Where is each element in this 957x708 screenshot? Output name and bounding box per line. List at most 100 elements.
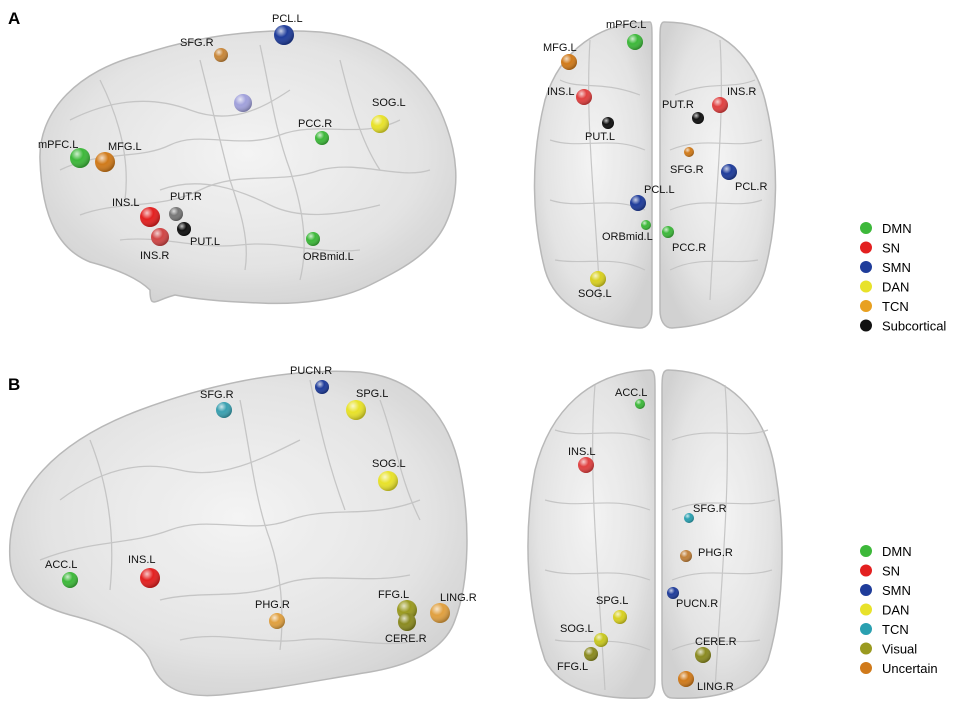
brain-node: SPG.L xyxy=(346,388,388,420)
legend-label: SMN xyxy=(882,583,911,598)
node-label: PUCN.R xyxy=(290,365,332,377)
node-label: SFG.R xyxy=(693,503,727,515)
node-shine xyxy=(630,195,646,211)
node-shine xyxy=(269,613,285,629)
brain-node: CERE.R xyxy=(385,613,427,645)
node-shine xyxy=(95,152,115,172)
brain-node: FFG.L xyxy=(557,647,598,673)
node-shine xyxy=(712,97,728,113)
brain-node: PCL.R xyxy=(721,164,767,193)
brain-node: PUT.L xyxy=(585,117,615,143)
legend-label: SN xyxy=(882,241,900,256)
brain-top-b xyxy=(527,369,783,699)
brain-node: PUT.L xyxy=(177,222,220,248)
node-label: PUT.L xyxy=(190,236,220,248)
legend-entry: DAN xyxy=(860,280,909,295)
legend-swatch xyxy=(860,545,872,557)
node-label: SOG.L xyxy=(560,623,594,635)
legend-layer: DMNSNSMNDANTCNSubcorticalDMNSNSMNDANTCNV… xyxy=(860,221,946,676)
node-label: PCC.R xyxy=(298,118,332,130)
node-label: SOG.L xyxy=(372,97,406,109)
brain-node: SOG.L xyxy=(371,97,406,133)
node-shine xyxy=(216,402,232,418)
brain-node: SOG.L xyxy=(372,458,406,491)
node-label: mPFC.L xyxy=(606,19,646,31)
node-shine xyxy=(721,164,737,180)
node-shine xyxy=(684,513,694,523)
node-shine xyxy=(594,633,608,647)
node-shine xyxy=(151,228,169,246)
node-label: SOG.L xyxy=(372,458,406,470)
node-label: SFG.R xyxy=(200,389,234,401)
node-shine xyxy=(684,147,694,157)
brain-node: PCC.R xyxy=(662,226,706,254)
node-shine xyxy=(590,271,606,287)
brain-node: PCL.L xyxy=(630,184,675,211)
legend-swatch xyxy=(860,623,872,635)
node-label: ORBmid.L xyxy=(303,251,354,263)
legend-swatch xyxy=(860,280,872,293)
legend-swatch xyxy=(860,662,872,674)
node-label: INS.L xyxy=(568,446,596,458)
legend-entry: Subcortical xyxy=(860,319,946,334)
brain-node: MFG.L xyxy=(95,141,142,172)
node-label: INS.L xyxy=(112,197,140,209)
node-label: INS.L xyxy=(547,86,575,98)
legend-label: SMN xyxy=(882,260,911,275)
node-shine xyxy=(169,207,183,221)
legend-swatch xyxy=(860,241,872,254)
node-label: CERE.R xyxy=(695,636,737,648)
node-shine xyxy=(398,613,416,631)
node-label: PCL.R xyxy=(735,181,767,193)
brain-node: mPFC.L xyxy=(38,139,90,168)
brain-node: ACC.L xyxy=(615,387,647,409)
node-shine xyxy=(234,94,252,112)
panel-label-b: B xyxy=(8,375,20,394)
legend-swatch xyxy=(860,603,872,616)
panel-label-a: A xyxy=(8,9,20,28)
legend-entry: SN xyxy=(860,241,900,256)
node-label: ORBmid.L xyxy=(602,231,653,243)
node-shine xyxy=(662,226,674,238)
brain-node: LING.R xyxy=(678,671,734,693)
node-shine xyxy=(371,115,389,133)
brain-node: PCC.R xyxy=(298,118,332,145)
legend-swatch xyxy=(860,642,872,655)
legend-entry: SMN xyxy=(860,260,911,275)
node-label: ACC.L xyxy=(45,559,77,571)
node-shine xyxy=(678,671,694,687)
node-shine xyxy=(561,54,577,70)
brain-node xyxy=(234,94,252,112)
legend-label: TCN xyxy=(882,622,909,637)
node-label: PCC.R xyxy=(672,242,706,254)
node-label: PHG.R xyxy=(255,599,290,611)
brain-node: SOG.L xyxy=(578,271,612,300)
node-shine xyxy=(140,207,160,227)
node-shine xyxy=(306,232,320,246)
legend-label: TCN xyxy=(882,299,909,314)
legend-label: DMN xyxy=(882,221,912,236)
node-label: SFG.R xyxy=(670,164,704,176)
node-label: LING.R xyxy=(440,592,477,604)
node-shine xyxy=(584,647,598,661)
brain-node: INS.L xyxy=(112,197,160,227)
node-shine xyxy=(667,587,679,599)
legend-entry: SMN xyxy=(860,583,911,598)
brain-lateral-a xyxy=(39,30,457,305)
node-label: ACC.L xyxy=(615,387,647,399)
node-label: PCL.L xyxy=(272,13,303,25)
node-shine xyxy=(62,572,78,588)
legend-swatch xyxy=(860,261,872,273)
legend-entry: Uncertain xyxy=(860,661,938,676)
legend-entry: TCN xyxy=(860,299,909,314)
node-label: SOG.L xyxy=(578,288,612,300)
node-label: CERE.R xyxy=(385,633,427,645)
node-shine xyxy=(680,550,692,562)
node-shine xyxy=(627,34,643,50)
legend-label: Subcortical xyxy=(882,319,946,334)
node-label: PUT.L xyxy=(585,131,615,143)
brain-node: ORBmid.L xyxy=(303,232,354,263)
node-label: FFG.L xyxy=(378,589,409,601)
